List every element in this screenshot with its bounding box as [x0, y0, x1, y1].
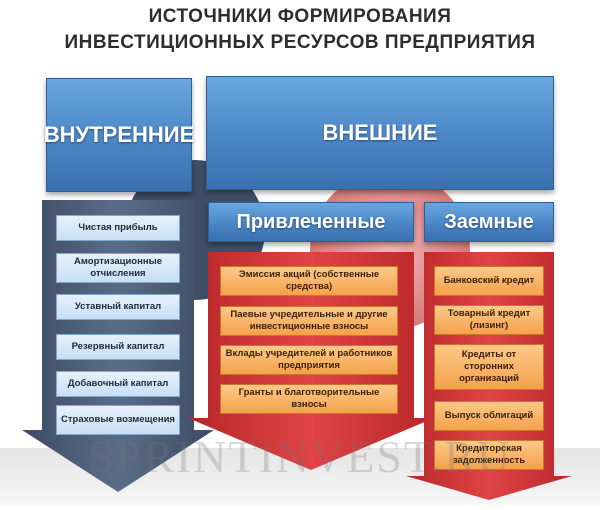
- borrowed-item: Кредиты от сторонних организаций: [434, 344, 544, 390]
- borrowed-item-text: Банковский кредит: [443, 275, 535, 286]
- borrowed-item: Кредиторская задолженность: [434, 440, 544, 470]
- internal-item-text: Добавочный капитал: [67, 378, 169, 389]
- external-header: ВНЕШНИЕ: [206, 76, 554, 190]
- internal-item: Чистая прибыль: [56, 215, 180, 241]
- internal-item-text: Чистая прибыль: [78, 222, 158, 233]
- internal-item-text: Уставный капитал: [74, 301, 162, 312]
- borrowed-item-text: Кредиты от сторонних организаций: [459, 349, 519, 384]
- borrowed-item-text: Выпуск облигаций: [444, 410, 534, 421]
- internal-item: Страховые возмещения: [56, 405, 180, 435]
- attracted-item: Паевые учредительные и другие инвестицио…: [220, 306, 398, 336]
- attracted-item: Гранты и благотворительные взносы: [220, 384, 398, 414]
- borrowed-item: Банковский кредит: [434, 266, 544, 296]
- borrowed-item-text: Кредиторская задолженность: [452, 443, 526, 466]
- attracted-label: Привлеченные: [236, 210, 386, 233]
- attracted-item-text: Гранты и благотворительные взносы: [238, 387, 380, 410]
- internal-item: Резервный капитал: [56, 334, 180, 360]
- borrowed-item: Выпуск облигаций: [434, 401, 544, 431]
- internal-item: Уставный капитал: [56, 294, 180, 320]
- attracted-item-text: Паевые учредительные и другие инвестицио…: [230, 309, 388, 332]
- internal-item: Амортизационные отчисления: [56, 253, 180, 283]
- external-label: ВНЕШНИЕ: [322, 120, 438, 145]
- attracted-header: Привлеченные: [208, 202, 414, 242]
- borrowed-label: Заемные: [444, 210, 534, 233]
- borrowed-item-text: Товарный кредит (лизинг): [447, 308, 531, 331]
- internal-item-text: Резервный капитал: [71, 341, 165, 352]
- borrowed-item: Товарный кредит (лизинг): [434, 305, 544, 335]
- internal-item-text: Страховые возмещения: [61, 414, 175, 425]
- internal-item-text: Амортизационные отчисления: [74, 256, 162, 279]
- title-line-1: Источники формирования: [148, 6, 452, 27]
- title-line-2: инвестиционных ресурсов предприятия: [64, 32, 536, 53]
- borrowed-header: Заемные: [424, 202, 554, 242]
- attracted-item-text: Вклады учредителей и работников предприя…: [225, 348, 393, 371]
- internal-label: ВНУТРЕННИЕ: [43, 122, 195, 147]
- internal-item: Добавочный капитал: [56, 371, 180, 397]
- internal-header: ВНУТРЕННИЕ: [43, 78, 195, 192]
- diagram-title: Источники формирования инвестиционных ре…: [0, 4, 600, 56]
- attracted-item: Эмиссия акций (собственные средства): [220, 266, 398, 296]
- attracted-item-text: Эмиссия акций (собственные средства): [238, 269, 380, 292]
- attracted-item: Вклады учредителей и работников предприя…: [220, 345, 398, 375]
